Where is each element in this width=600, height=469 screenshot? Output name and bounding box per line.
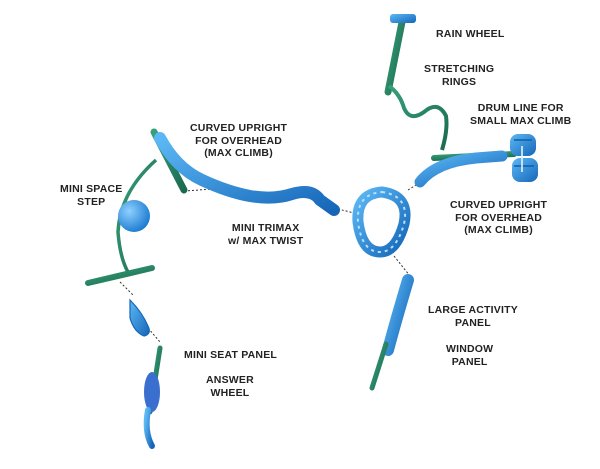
label-mini-space-step: MINI SPACE STEP bbox=[60, 183, 123, 208]
activity-panel-assembly bbox=[369, 274, 414, 391]
label-large-activity-panel: LARGE ACTIVITY PANEL bbox=[428, 304, 518, 329]
label-answer-wheel: ANSWER WHEEL bbox=[206, 374, 254, 399]
label-mini-trimax: MINI TRIMAX w/ MAX TWIST bbox=[228, 222, 304, 247]
label-mini-seat-panel: MINI SEAT PANEL bbox=[184, 349, 278, 361]
mini-space-step-assembly bbox=[85, 158, 158, 286]
connector-5 bbox=[119, 281, 135, 297]
label-curved-upright-left: CURVED UPRIGHT FOR OVERHEAD (MAX CLIMB) bbox=[190, 122, 288, 159]
curved-upright-left-assembly bbox=[150, 128, 340, 216]
label-window-panel: WINDOW PANEL bbox=[446, 343, 494, 368]
mini-trimax-ring bbox=[352, 186, 411, 258]
drum-line-assembly bbox=[414, 134, 538, 188]
mini-seat-assembly bbox=[129, 298, 163, 449]
label-rain-wheel: RAIN WHEEL bbox=[436, 28, 505, 40]
connector-4 bbox=[393, 255, 411, 277]
label-stretching-rings: STRETCHING RINGS bbox=[424, 63, 495, 88]
label-drum-line: DRUM LINE FOR SMALL MAX CLIMB bbox=[470, 102, 572, 127]
connector-6 bbox=[147, 327, 161, 343]
label-curved-upright-right: CURVED UPRIGHT FOR OVERHEAD (MAX CLIMB) bbox=[450, 199, 548, 236]
connector-lines bbox=[119, 179, 425, 343]
rain-wheel-assembly bbox=[384, 14, 449, 151]
